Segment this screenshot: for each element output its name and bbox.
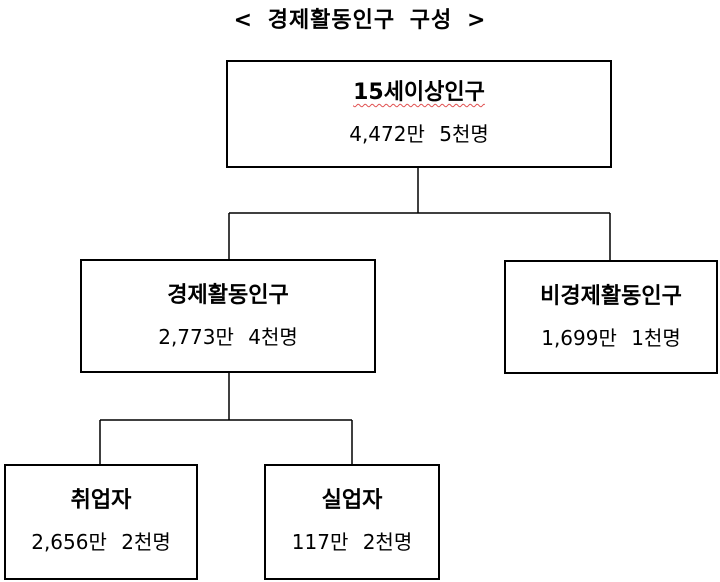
node-unemployed: 실업자 117만 2천명 xyxy=(264,464,440,580)
node-label: 취업자 xyxy=(70,488,132,513)
node-employed: 취업자 2,656만 2천명 xyxy=(4,464,198,580)
node-value: 1,699만 1천명 xyxy=(541,326,681,350)
node-label: 15세이상인구 xyxy=(353,80,485,105)
node-value: 2,773만 4천명 xyxy=(158,325,298,349)
node-label: 경제활동인구 xyxy=(167,283,289,308)
node-value: 2,656만 2천명 xyxy=(31,530,171,554)
node-value: 4,472만 5천명 xyxy=(349,122,489,146)
node-label: 실업자 xyxy=(321,488,383,513)
node-label: 비경제활동인구 xyxy=(540,284,682,309)
diagram-title: < 경제활동인구 구성 > xyxy=(233,8,487,33)
node-value: 117만 2천명 xyxy=(291,530,413,554)
node-population-15-plus: 15세이상인구 4,472만 5천명 xyxy=(226,60,612,168)
node-economically-active: 경제활동인구 2,773만 4천명 xyxy=(80,259,376,373)
node-economically-inactive: 비경제활동인구 1,699만 1천명 xyxy=(504,260,718,374)
